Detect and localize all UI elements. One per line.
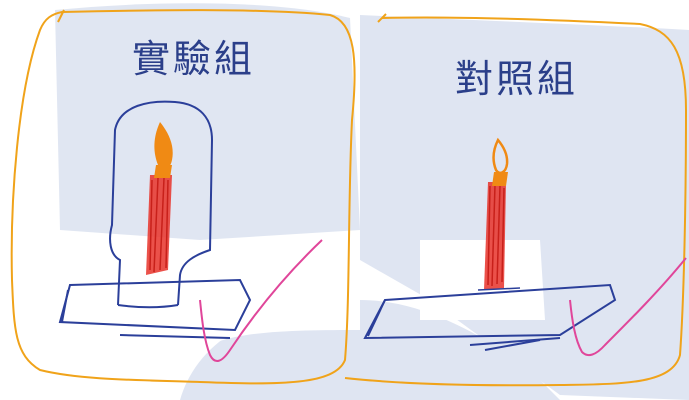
- experimental-group-title: 實驗組: [132, 37, 256, 81]
- control-group-title: 對照組: [455, 57, 579, 101]
- flame-icon: [154, 122, 173, 178]
- control-tray: [363, 283, 617, 351]
- experimental-tray: [58, 278, 252, 339]
- candle-icon: [146, 175, 172, 275]
- glass-cover-icon: [109, 100, 214, 309]
- experimental-frame: [10, 9, 356, 385]
- check-mark-icon: [199, 239, 323, 362]
- flame-icon: [492, 137, 509, 186]
- control-frame: [344, 16, 688, 387]
- check-mark-icon: [569, 257, 687, 357]
- candle-icon: [477, 182, 521, 291]
